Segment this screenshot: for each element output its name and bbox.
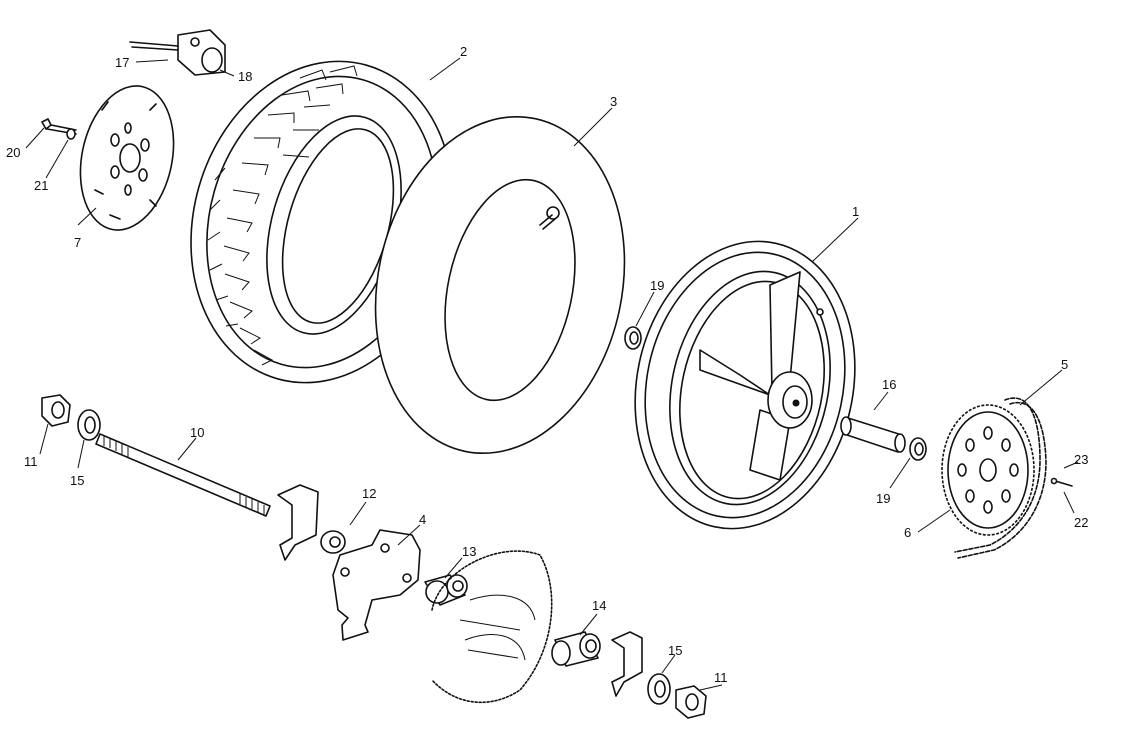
wheel-rim bbox=[634, 240, 856, 530]
wheel-inset bbox=[431, 550, 553, 704]
sprocket bbox=[941, 404, 1035, 536]
callout-11-right: 11 bbox=[714, 670, 728, 685]
nut-left bbox=[41, 394, 71, 427]
callout-1: 1 bbox=[852, 204, 859, 219]
bush bbox=[320, 530, 346, 554]
callout-3: 3 bbox=[610, 94, 617, 109]
callout-labels: 1 2 3 4 5 6 7 10 11 11 12 13 14 15 15 16… bbox=[6, 44, 1088, 685]
bearing-right bbox=[909, 437, 927, 461]
brake-disc bbox=[79, 85, 175, 231]
callout-11-left: 11 bbox=[24, 454, 38, 469]
callout-15-right: 15 bbox=[668, 643, 682, 658]
disc-washer bbox=[66, 128, 76, 140]
inner-tube bbox=[374, 115, 626, 455]
callout-19-left: 19 bbox=[650, 278, 664, 293]
nut-right bbox=[675, 685, 707, 719]
callout-15-left: 15 bbox=[70, 473, 84, 488]
washer-left bbox=[77, 409, 101, 441]
leader-lines bbox=[25, 57, 1079, 691]
washer-right bbox=[647, 673, 671, 705]
callout-23: 23 bbox=[1074, 452, 1088, 467]
callout-4: 4 bbox=[419, 512, 426, 527]
callout-16: 16 bbox=[882, 377, 896, 392]
spacer-14 bbox=[551, 631, 601, 667]
bearing-left bbox=[624, 326, 642, 350]
callout-2: 2 bbox=[460, 44, 467, 59]
brake-caliper bbox=[129, 29, 226, 76]
callout-20: 20 bbox=[6, 145, 20, 160]
callout-14: 14 bbox=[592, 598, 606, 613]
chain bbox=[954, 397, 1047, 559]
callout-13: 13 bbox=[462, 544, 476, 559]
callout-17: 17 bbox=[115, 55, 129, 70]
spacer-tube bbox=[840, 416, 906, 453]
chain-adjuster-left bbox=[277, 484, 319, 561]
callout-19-right: 19 bbox=[876, 491, 890, 506]
callout-5: 5 bbox=[1061, 357, 1068, 372]
callout-6: 6 bbox=[904, 525, 911, 540]
callout-10: 10 bbox=[190, 425, 204, 440]
callout-7: 7 bbox=[74, 235, 81, 250]
spacer-13 bbox=[424, 574, 468, 606]
callout-12: 12 bbox=[362, 486, 376, 501]
callout-21: 21 bbox=[34, 178, 48, 193]
sprocket-bolt bbox=[1050, 477, 1073, 487]
chain-adjuster-right bbox=[611, 631, 643, 697]
callout-18: 18 bbox=[238, 69, 252, 84]
axle bbox=[95, 433, 271, 517]
callout-22: 22 bbox=[1074, 515, 1088, 530]
bracket bbox=[332, 529, 421, 641]
